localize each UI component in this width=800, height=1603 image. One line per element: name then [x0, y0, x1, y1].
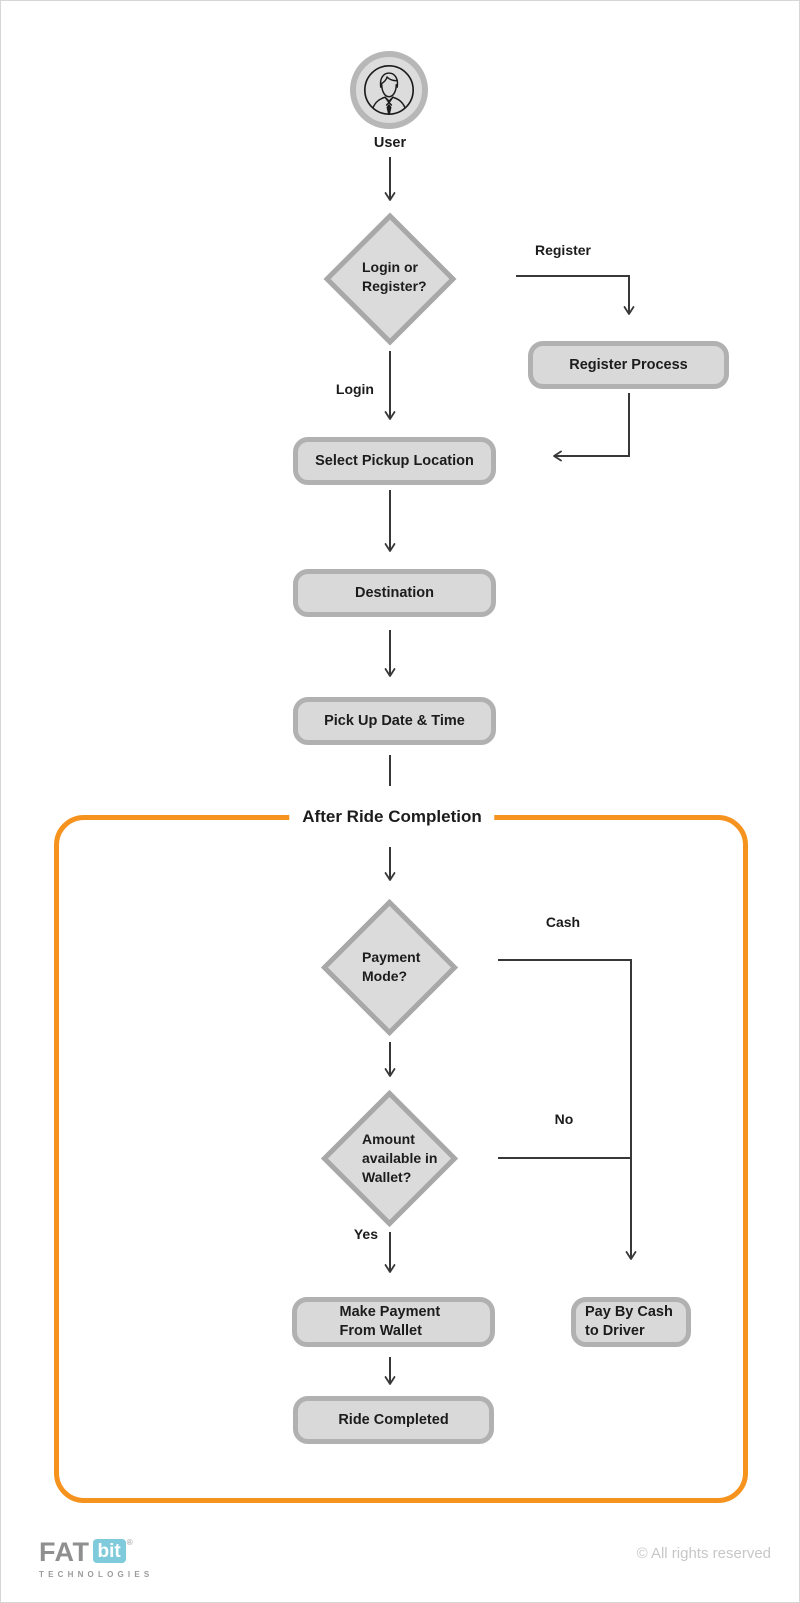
- edge-register-branch: [516, 275, 635, 315]
- fatbit-logo-bit: bit: [92, 1539, 126, 1563]
- edge-label-register: Register: [534, 242, 592, 258]
- process-select-pickup-location-label: Select Pickup Location: [315, 453, 474, 469]
- edge-registerprocess-to-pickup: [553, 393, 630, 462]
- user-label: User: [373, 135, 407, 151]
- fatbit-logo-row: FAT bit ®: [39, 1539, 153, 1566]
- businessman-icon: [364, 65, 414, 115]
- edge-cash-branch: [498, 959, 637, 1260]
- decision-payment-mode-label: Payment Mode?: [362, 949, 421, 984]
- process-pay-by-cash-to-driver-label: Pay By Cash to Driver: [585, 1304, 673, 1339]
- process-ride-completed-label: Ride Completed: [338, 1412, 449, 1428]
- copyright-text: © All rights reserved: [636, 1545, 771, 1562]
- process-destination: Destination: [293, 569, 496, 617]
- fatbit-logo-tagline: TECHNOLOGIES: [39, 1570, 154, 1579]
- fatbit-logo: FAT bit ® TECHNOLOGIES: [39, 1539, 154, 1580]
- edge-label-cash: Cash: [545, 914, 581, 930]
- process-make-payment-from-wallet: Make Payment From Wallet: [292, 1297, 495, 1347]
- after-ride-completion-label: After Ride Completion: [289, 805, 495, 829]
- process-select-pickup-location: Select Pickup Location: [293, 437, 496, 485]
- process-pickup-date-time: Pick Up Date & Time: [293, 697, 496, 745]
- process-make-payment-from-wallet-label: Make Payment From Wallet: [339, 1304, 441, 1339]
- decision-amount-in-wallet-label: Amount available in Wallet?: [362, 1131, 438, 1185]
- registered-trademark-icon: ®: [126, 1538, 133, 1547]
- process-register-process-label: Register Process: [569, 357, 688, 373]
- process-pay-by-cash-to-driver: Pay By Cash to Driver: [571, 1297, 691, 1347]
- process-ride-completed: Ride Completed: [293, 1396, 494, 1444]
- edge-label-login: Login: [335, 381, 374, 397]
- edge-label-yes: Yes: [353, 1226, 378, 1242]
- edge-label-no: No: [554, 1111, 574, 1127]
- process-pickup-date-time-label: Pick Up Date & Time: [324, 713, 465, 729]
- process-register-process: Register Process: [528, 341, 729, 389]
- process-destination-label: Destination: [355, 585, 434, 601]
- user-avatar: [350, 51, 428, 129]
- fatbit-logo-fat: FAT: [39, 1537, 90, 1567]
- decision-login-or-register-label: Login or Register?: [362, 259, 427, 294]
